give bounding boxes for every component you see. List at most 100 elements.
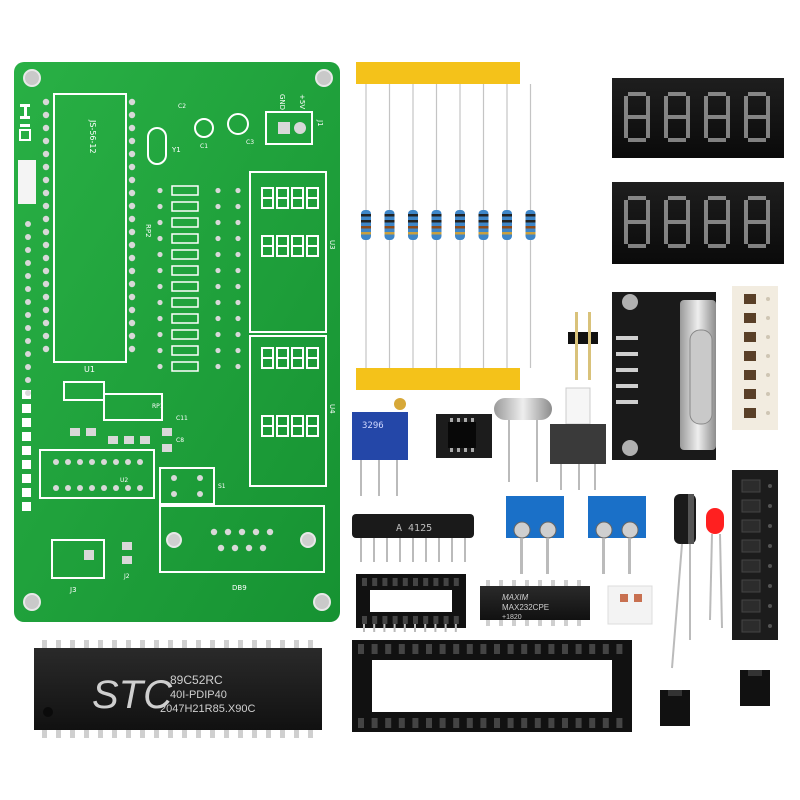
- pad: [128, 189, 136, 197]
- pad: [157, 363, 163, 370]
- socket-contact: [385, 644, 392, 654]
- display-segment: [708, 115, 726, 119]
- socket-contact: [521, 644, 528, 654]
- socket-pin: [454, 624, 457, 632]
- pad: [231, 544, 239, 552]
- pad: [128, 176, 136, 184]
- tape-hole: [766, 297, 770, 301]
- j3-footprint: [51, 539, 105, 579]
- pad: [128, 332, 136, 340]
- pad: [235, 219, 241, 226]
- display-segment: [624, 117, 628, 138]
- chip-pin: [42, 730, 47, 738]
- resistor-footprint: [171, 217, 199, 228]
- pad: [42, 241, 50, 249]
- pad: [42, 332, 50, 340]
- pad: [25, 299, 31, 305]
- pad: [259, 544, 267, 552]
- socket-pin: [424, 624, 427, 632]
- resistor-tape-strip: [356, 62, 536, 390]
- pad: [25, 260, 31, 266]
- chip-pin: [464, 418, 467, 422]
- pad: [25, 312, 31, 318]
- pad: [42, 202, 50, 210]
- smd-cell: [744, 408, 756, 418]
- display-segment: [664, 96, 668, 117]
- pcb-left-pad-column: [25, 221, 31, 396]
- pad: [42, 228, 50, 236]
- socket-contact: [534, 718, 541, 728]
- resistor-footprint: [171, 233, 199, 244]
- display-segment: [624, 222, 628, 244]
- display-segment: [766, 200, 770, 222]
- chip-pin: [168, 640, 173, 648]
- pad: [238, 528, 246, 536]
- pad: [224, 528, 232, 536]
- chip-pin: [140, 730, 145, 738]
- display-segment: [704, 117, 708, 138]
- display-segment: [628, 92, 646, 96]
- smd-cell: [741, 539, 761, 553]
- resistor-band: [525, 232, 536, 235]
- resistor-band: [384, 220, 395, 223]
- display-segment: [686, 96, 690, 117]
- display-segment: [748, 244, 766, 248]
- pad: [128, 215, 136, 223]
- pad: [157, 267, 163, 274]
- resistor-footprint: [171, 201, 199, 212]
- ic-socket-20pin: [356, 574, 466, 632]
- socket-contact: [453, 616, 459, 624]
- resistor-footprint: [171, 281, 199, 292]
- pad: [25, 351, 31, 357]
- pad: [128, 345, 136, 353]
- chip-pin: [486, 580, 490, 586]
- potentiometer-label: 3296: [362, 421, 384, 431]
- network-pin: [425, 538, 427, 562]
- socket-contact: [371, 644, 378, 654]
- socket-contact: [453, 718, 460, 728]
- capacitor-footprint: [194, 118, 214, 138]
- socket-contact: [548, 644, 555, 654]
- pad: [215, 203, 221, 210]
- socket-contact: [616, 718, 623, 728]
- pcb-label-js: JS-56-12: [88, 119, 97, 154]
- display-segment: [708, 92, 726, 96]
- mcu-batch: 2047H21R85.X90C: [160, 703, 255, 715]
- pad: [65, 485, 71, 491]
- digit-outline: [261, 415, 274, 437]
- resistor-footprint: [171, 361, 199, 372]
- pcb-smd-pads: [70, 428, 172, 452]
- pad: [128, 254, 136, 262]
- socket-contact: [507, 644, 514, 654]
- pad: [42, 111, 50, 119]
- socket-contact: [602, 718, 609, 728]
- tape-hole: [768, 524, 772, 528]
- pad: [25, 234, 31, 240]
- network-pin: [464, 538, 466, 562]
- display-segment: [704, 222, 708, 244]
- pcb-label-u2: U2: [120, 477, 128, 484]
- terminal-block-right: [588, 496, 646, 574]
- pad: [42, 137, 50, 145]
- display-segment: [704, 200, 708, 222]
- jumper-cap: [660, 690, 690, 726]
- smd-component-tape: [732, 286, 778, 430]
- pad: [235, 347, 241, 354]
- mounting-hole: [23, 69, 41, 87]
- display-segment: [628, 220, 646, 224]
- pad: [113, 485, 119, 491]
- chip-pin: [525, 620, 529, 626]
- socket-contact: [433, 616, 439, 624]
- resistor-footprint: [171, 265, 199, 276]
- digit-outline: [261, 347, 274, 369]
- socket-pin: [403, 624, 406, 632]
- pad: [101, 459, 107, 465]
- tape-hole: [766, 411, 770, 415]
- socket-contact: [362, 578, 367, 586]
- socket-contact: [439, 644, 446, 654]
- pcb-label-j3: J3: [69, 586, 77, 594]
- trimmer-potentiometer: 3296: [352, 398, 408, 496]
- pad: [252, 528, 260, 536]
- display-segment: [624, 96, 628, 117]
- display-segment: [668, 196, 686, 200]
